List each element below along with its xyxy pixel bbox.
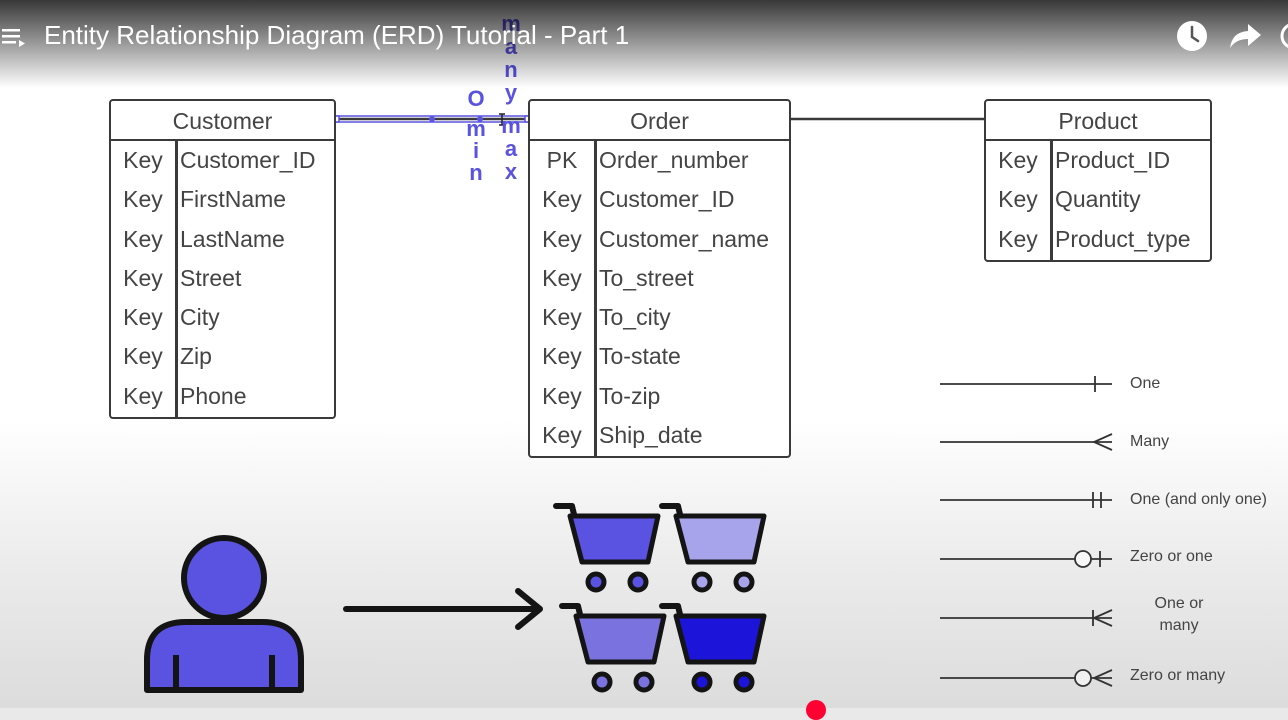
watch-later-icon[interactable]: [1176, 20, 1208, 52]
legend-zero-or-one: Zero or one: [1130, 548, 1213, 565]
legend-one-only: One (and only one): [1130, 491, 1267, 508]
min-label: O m i n: [466, 86, 486, 185]
cart-icon: [553, 503, 661, 593]
legend-one: One: [1130, 375, 1161, 392]
more-icon[interactable]: [1278, 20, 1288, 52]
legend-many: Many: [1130, 433, 1170, 450]
cart-icon: [659, 603, 767, 693]
entity-title: Customer: [111, 101, 334, 141]
playlist-menu-icon[interactable]: [2, 26, 26, 50]
legend-zero-or-many: Zero or many: [1130, 667, 1226, 684]
entity-title: Order: [530, 101, 789, 141]
share-icon[interactable]: [1228, 20, 1262, 52]
cart-icon: [559, 603, 667, 693]
arrow-right-icon: [343, 588, 543, 630]
entity-title: Product: [986, 101, 1210, 141]
video-title[interactable]: Entity Relationship Diagram (ERD) Tutori…: [44, 20, 630, 50]
player-top-bar: Entity Relationship Diagram (ERD) Tutori…: [0, 0, 1288, 88]
customer-person-icon: [144, 535, 304, 693]
legend-one-or-many: One or many: [1154, 595, 1204, 634]
progress-scrubber-dot[interactable]: [806, 700, 826, 720]
cart-icon: [659, 503, 767, 593]
